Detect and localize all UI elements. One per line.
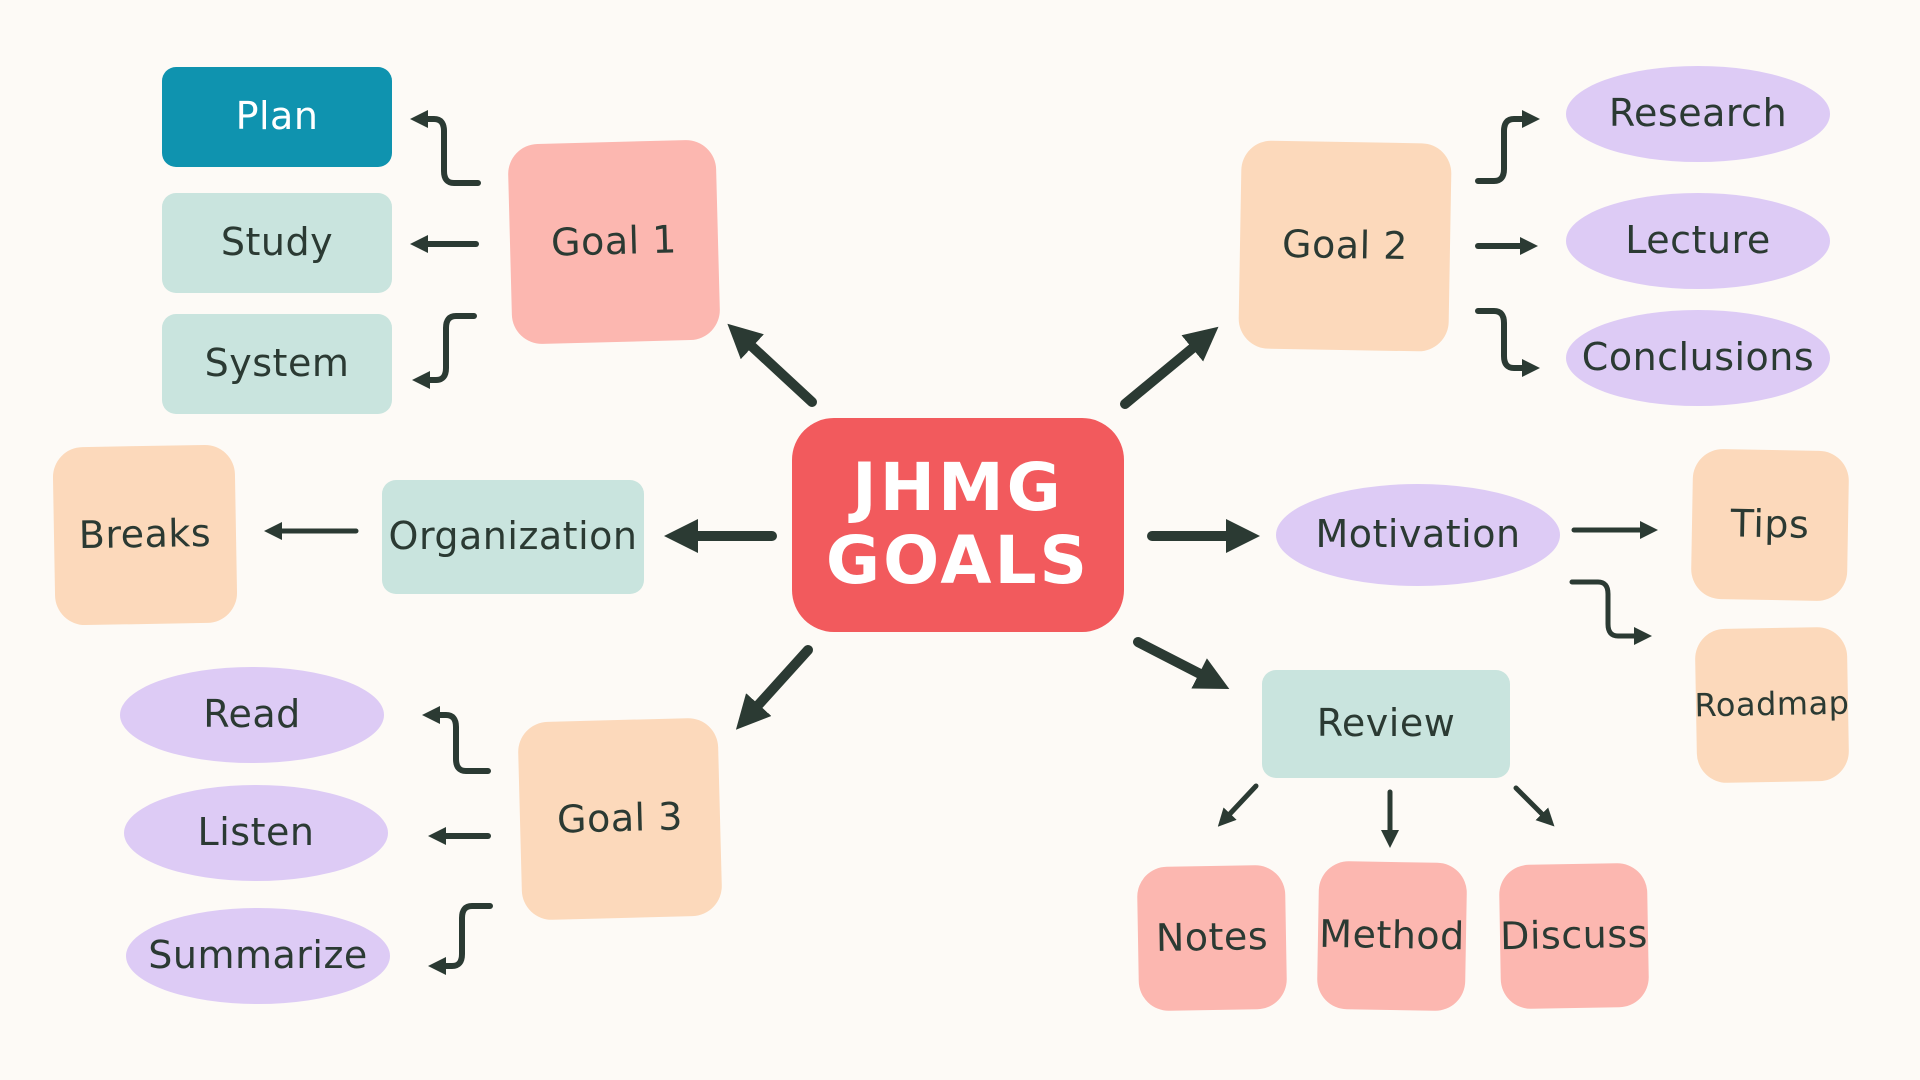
read-node: Read bbox=[120, 667, 384, 763]
motivation-node: Motivation bbox=[1276, 484, 1560, 586]
arrow-goal2-conclusions bbox=[1475, 308, 1540, 377]
conclusions-node: Conclusions bbox=[1566, 310, 1830, 406]
arrow-center-review bbox=[1133, 637, 1230, 689]
notes-node: Notes bbox=[1136, 864, 1288, 1012]
method-node: Method bbox=[1316, 860, 1468, 1012]
arrow-goal3-summarize bbox=[428, 903, 493, 975]
discuss-node: Discuss bbox=[1498, 862, 1650, 1010]
central-topic-line2: GOALS bbox=[825, 522, 1091, 599]
research-node: Research bbox=[1566, 66, 1830, 162]
arrow-review-notes bbox=[1217, 783, 1259, 827]
goal1-node: Goal 1 bbox=[507, 139, 721, 345]
goal2-node: Goal 2 bbox=[1238, 140, 1452, 352]
arrow-center-goal2 bbox=[1120, 326, 1219, 409]
goal3-node: Goal 3 bbox=[517, 717, 723, 921]
arrow-goal3-read bbox=[422, 706, 491, 774]
organization-node: Organization bbox=[382, 480, 644, 594]
arrow-review-discuss bbox=[1513, 785, 1555, 827]
arrow-motivation-roadmap bbox=[1569, 579, 1652, 645]
lecture-node: Lecture bbox=[1566, 193, 1830, 289]
central-topic-line1: JHMG bbox=[852, 449, 1064, 527]
roadmap-node: Roadmap bbox=[1694, 626, 1850, 784]
listen-node: Listen bbox=[124, 785, 388, 881]
system-node: System bbox=[162, 314, 392, 414]
arrow-goal1-system bbox=[412, 313, 477, 389]
arrow-center-goal1 bbox=[727, 323, 817, 407]
plan-node: Plan bbox=[162, 67, 392, 167]
summarize-node: Summarize bbox=[126, 908, 390, 1004]
breaks-node: Breaks bbox=[52, 444, 238, 626]
arrow-center-goal3 bbox=[735, 645, 813, 730]
study-node: Study bbox=[162, 193, 392, 293]
review-node: Review bbox=[1262, 670, 1510, 778]
central-topic: JHMG GOALS bbox=[792, 418, 1124, 632]
arrow-goal2-research bbox=[1475, 110, 1540, 184]
tips-node: Tips bbox=[1690, 448, 1850, 602]
arrow-goal1-plan bbox=[410, 110, 481, 186]
